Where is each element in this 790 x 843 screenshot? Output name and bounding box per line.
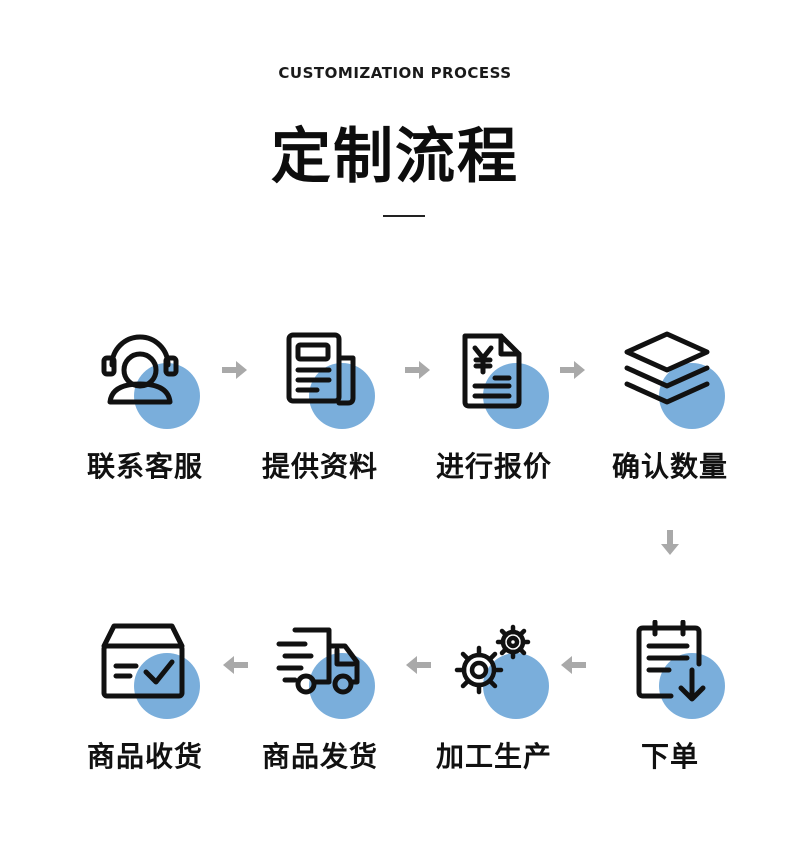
left-arrow-icon [223,656,248,674]
step-label: 加工生产 [435,740,552,773]
right-arrow-icon [222,361,247,379]
step-contact-service: 联系客服 [65,330,215,490]
delivery-truck-icon [276,627,375,719]
receive-box-icon [101,623,200,719]
step-label: 下单 [640,740,699,773]
step-label: 进行报价 [435,450,552,483]
step-label: 确认数量 [611,450,728,483]
page-title: 定制流程 [271,122,519,192]
step-provide-materials: 提供资料 [240,330,390,490]
step-place-order: 下单 [590,620,740,780]
step-shipping: 商品发货 [240,620,390,780]
step-confirm-quantity: 确认数量 [590,330,740,490]
step-label: 商品发货 [261,740,378,773]
down-arrow-icon [661,530,679,555]
step-production: 加工生产 [414,620,564,780]
step-quotation: 进行报价 [414,330,564,490]
layers-icon [624,331,725,429]
step-label: 联系客服 [86,450,203,483]
order-download-icon [636,620,725,719]
document-icon [286,332,375,429]
title-divider [383,215,425,217]
step-label: 商品收货 [86,740,203,773]
quotation-icon [462,333,549,429]
customer-service-icon [101,334,200,429]
step-receive-goods: 商品收货 [65,620,215,780]
left-arrow-icon [406,656,431,674]
page-subtitle: CUSTOMIZATION PROCESS [278,64,512,82]
step-label: 提供资料 [261,450,378,483]
gears-icon [454,624,549,719]
right-arrow-icon [405,361,430,379]
left-arrow-icon [561,656,586,674]
right-arrow-icon [560,361,585,379]
